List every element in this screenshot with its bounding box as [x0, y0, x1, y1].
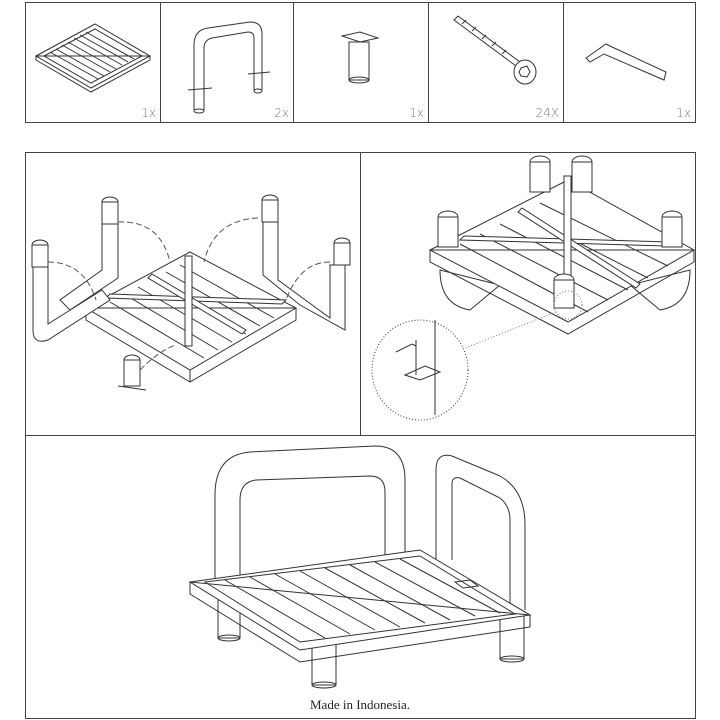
made-in-label: Made in Indonesia.	[309, 697, 410, 712]
part-qty: 1x	[676, 106, 691, 120]
part-cell-allen-key: 1x	[563, 2, 696, 123]
part-qty: 1x	[409, 106, 424, 120]
u-leg-frame-illustration	[187, 21, 271, 114]
step1-illustration	[31, 194, 351, 391]
allen-key-illustration	[585, 43, 667, 81]
bolt-illustration	[453, 15, 537, 85]
step2-illustration	[371, 155, 696, 421]
single-leg-illustration	[340, 31, 380, 84]
step-panel-finished-table	[25, 435, 696, 719]
step3-illustration	[188, 445, 532, 689]
part-qty: 1x	[141, 106, 156, 120]
part-qty: 2x	[274, 106, 289, 120]
table-top-illustration	[34, 23, 152, 93]
part-qty: 24X	[535, 106, 560, 120]
